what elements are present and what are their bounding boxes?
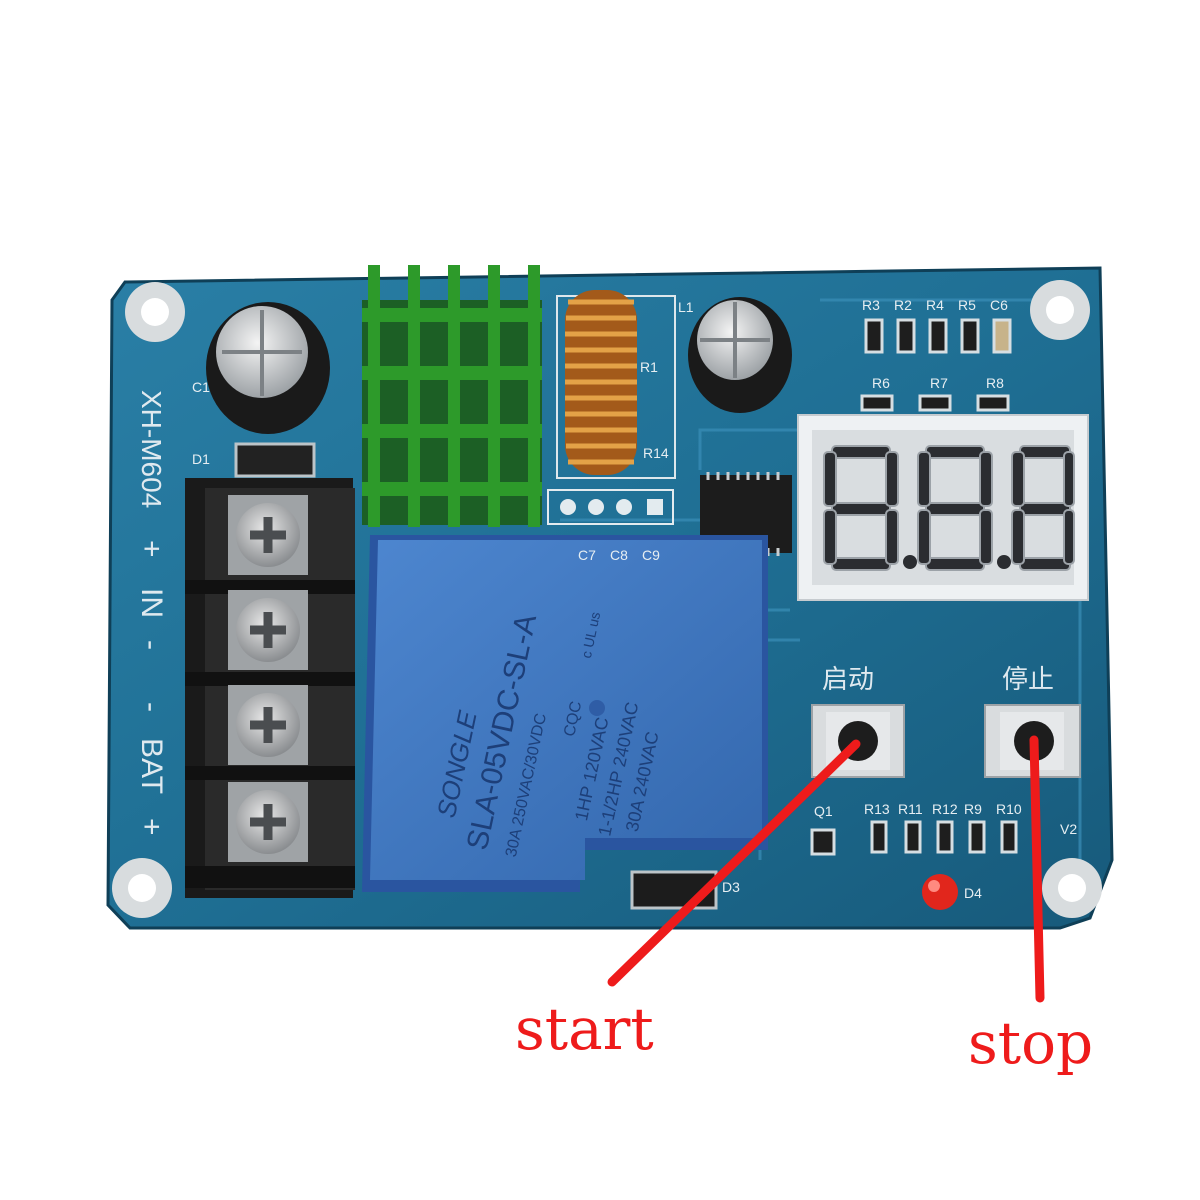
label-d4: D4 [964,885,982,901]
header-pins [547,489,674,525]
stop-annotation: stop [968,1009,1094,1077]
label-c7: C7 [578,547,596,563]
label-v2: V2 [1060,821,1077,837]
smd-resistors-top [860,318,1012,412]
label-c8: C8 [610,547,628,563]
annotation-arrows [607,735,1045,1003]
label-r3: R3 [862,297,880,313]
label-r1: R1 [640,359,658,375]
diode-d1 [234,442,316,478]
terminal-screws [228,495,308,862]
label-r12: R12 [932,801,958,817]
start-label-cn: 启动 [822,664,874,694]
stop-label-cn: 停止 [1002,664,1054,694]
label-q1: Q1 [814,803,833,819]
label-r10: R10 [996,801,1022,817]
smd-bottom-parts [810,820,1018,856]
terminal-label-in: IN [135,588,168,618]
label-d3: D3 [722,879,740,895]
label-r8: R8 [986,375,1004,391]
label-r5: R5 [958,297,976,313]
inductor-l1 [556,290,676,479]
label-r9: R9 [964,801,982,817]
terminal-label-bat: BAT [135,738,168,794]
heatsink [362,265,542,527]
label-r13: R13 [864,801,890,817]
capacitor-c1 [206,302,330,434]
terminal-label-plus1: + [135,540,168,558]
label-r11: R11 [898,801,923,817]
seven-segment-display [797,414,1089,601]
terminal-label-plus2: + [135,818,168,836]
capacitor-c2 [688,297,792,413]
label-r6: R6 [872,375,890,391]
label-l1: L1 [678,299,694,315]
label-c1: C1 [192,379,210,395]
mounting-holes [112,280,1102,918]
label-d1: D1 [192,451,210,467]
terminal-label-minus1: - [135,640,168,650]
model-label: XH-M604 [136,390,167,508]
label-c9: C9 [642,547,660,563]
relay-body [362,535,768,892]
terminal-label-minus2: - [135,702,168,712]
label-r14: R14 [643,445,669,461]
start-annotation: start [515,995,654,1063]
label-r2: R2 [894,297,912,313]
label-r7: R7 [930,375,948,391]
label-r4: R4 [926,297,944,313]
label-c6: C6 [990,297,1008,313]
led-d4 [922,874,958,910]
